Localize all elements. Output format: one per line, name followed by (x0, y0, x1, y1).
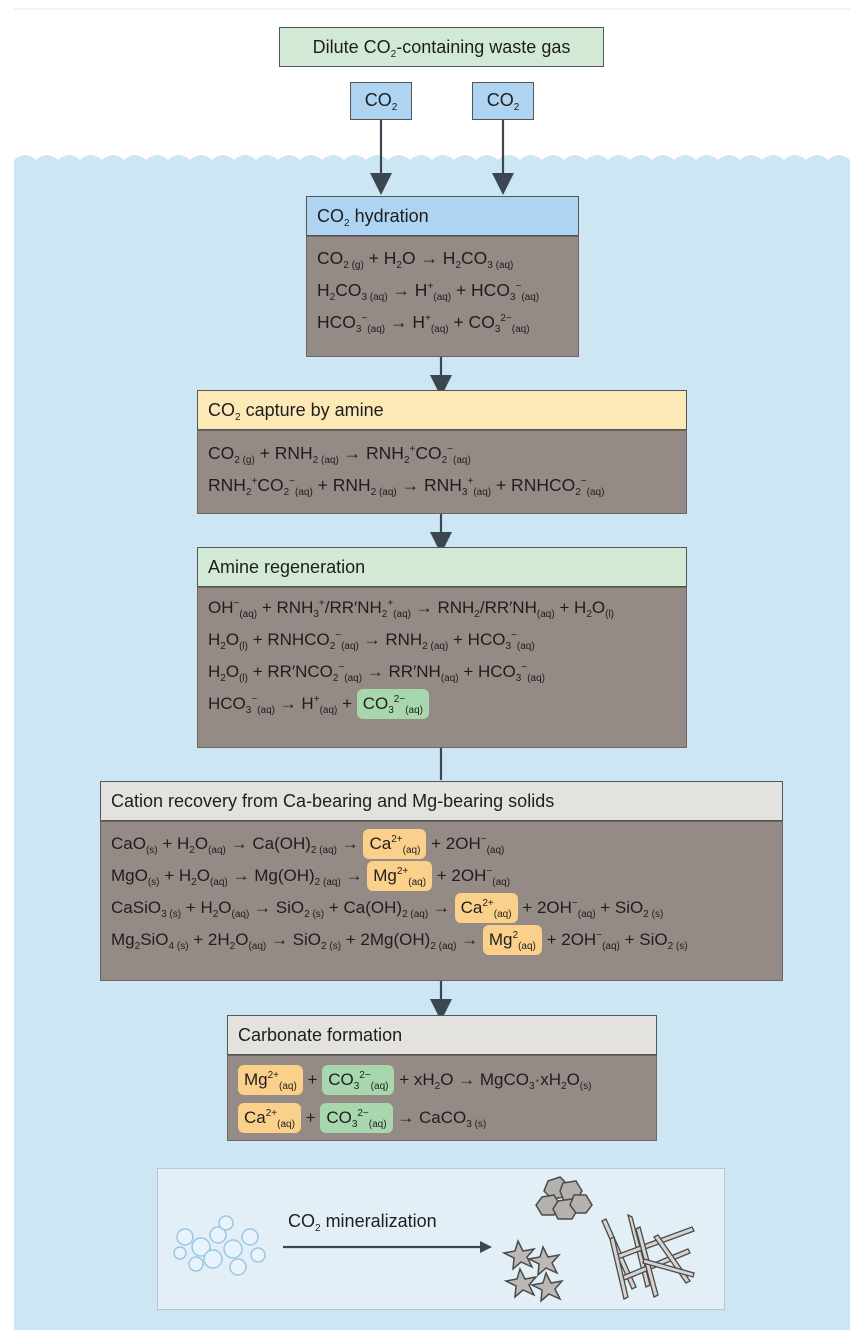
waste-gas-box: Dilute CO2-containing waste gas (279, 27, 604, 67)
carbonate-eq-2: Ca2+(aq) + CO32−(aq) → CaCO3 (s) (238, 1099, 646, 1137)
hydration-eq-2: H2CO3 (aq) → H+(aq) + HCO3−(aq) (317, 280, 540, 303)
ca-ion-highlight-2: Ca2+(aq) (454, 893, 518, 923)
star-crystals-icon (501, 1238, 564, 1303)
hydration-header: CO2 hydration (306, 196, 579, 236)
regeneration-eq-2: H2O(l) + RNHCO2−(aq) → RNH2 (aq) + HCO3−… (208, 630, 535, 652)
cation-eq-4: Mg2SiO4 (s) + 2H2O(aq) → SiO2 (s) + 2Mg(… (111, 924, 772, 956)
mineralization-illustration (173, 1176, 695, 1303)
regeneration-eq-3: H2O(l) + RR′NCO2−(aq) → RR′NH(aq) + HCO3… (208, 662, 545, 684)
crystal-cluster-icon (535, 1176, 593, 1220)
regeneration-equations: OH−(aq) + RNH3+/RR′NH2+(aq) → RNH2/RR′NH… (197, 587, 687, 748)
hydration-eq-1: CO2 (g) + H2O → H2CO3 (aq) (317, 248, 514, 271)
carbonate-header: Carbonate formation (227, 1015, 657, 1055)
ca-ion-highlight: Ca2+(aq) (363, 829, 427, 859)
bubbles-icon (173, 1215, 266, 1276)
cation-header: Cation recovery from Ca-bearing and Mg-b… (100, 781, 783, 821)
mg-ion-highlight: Mg2+(aq) (367, 861, 433, 891)
cation-eq-1: CaO(s) + H2O(aq) → Ca(OH)2 (aq) → Ca2+(a… (111, 828, 772, 860)
regeneration-eq-1: OH−(aq) + RNH3+/RR′NH2+(aq) → RNH2/RR′NH… (208, 598, 615, 620)
co2-input-box-right: CO2 (472, 82, 534, 120)
capture-eq-1: CO2 (g) + RNH2 (aq) → RNH2+CO2−(aq) (208, 443, 471, 466)
carbonate-ion-highlight: CO32−(aq) (356, 689, 429, 719)
carbonate-eq-1: Mg2+(aq) + CO32−(aq) + xH2O → MgCO3·xH2O… (238, 1061, 646, 1099)
regeneration-eq-4: HCO3−(aq) → H+(aq) + CO32−(aq) (208, 688, 676, 720)
needle-crystals-icon (601, 1213, 695, 1300)
carbonate-equations: Mg2+(aq) + CO32−(aq) + xH2O → MgCO3·xH2O… (227, 1055, 657, 1141)
cation-equations: CaO(s) + H2O(aq) → Ca(OH)2 (aq) → Ca2+(a… (100, 821, 783, 981)
capture-header: CO2 capture by amine (197, 390, 687, 430)
cation-eq-2: MgO(s) + H2O(aq) → Mg(OH)2 (aq) → Mg2+(a… (111, 860, 772, 892)
co2-input-box-left: CO2 (350, 82, 412, 120)
regeneration-header: Amine regeneration (197, 547, 687, 587)
capture-equations: CO2 (g) + RNH2 (aq) → RNH2+CO2−(aq) RNH2… (197, 430, 687, 514)
capture-eq-2: RNH2+CO2−(aq) + RNH2 (aq) → RNH3+(aq) + … (208, 475, 605, 498)
mineralization-label: CO2 mineralization (288, 1211, 437, 1234)
cation-eq-3: CaSiO3 (s) + H2O(aq) → SiO2 (s) + Ca(OH)… (111, 892, 772, 924)
mg-ion-highlight-2: Mg2(aq) (482, 925, 542, 955)
hydration-equations: CO2 (g) + H2O → H2CO3 (aq) H2CO3 (aq) → … (306, 236, 579, 357)
mineralization-panel: CO2 mineralization (157, 1168, 725, 1310)
hydration-eq-3: HCO3−(aq) → H+(aq) + CO32−(aq) (317, 312, 530, 335)
